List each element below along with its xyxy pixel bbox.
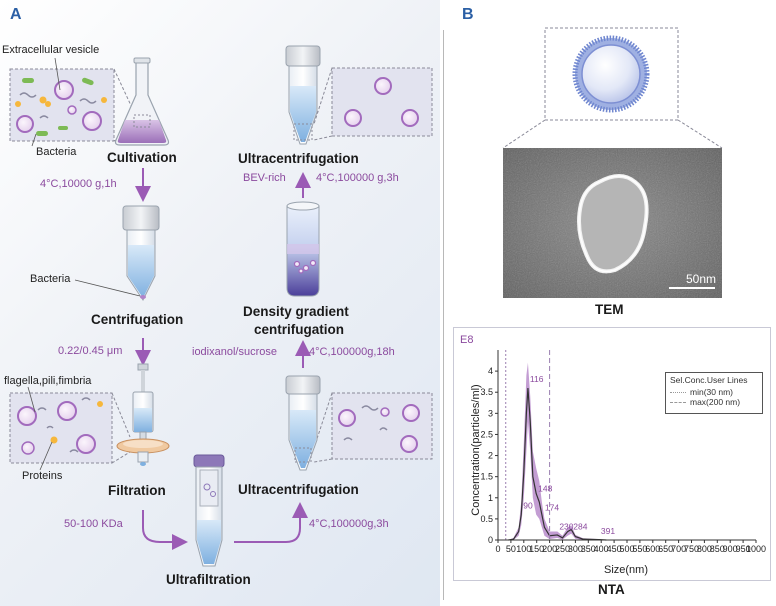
panel-b-letter: B xyxy=(462,6,474,23)
step-density-centrifugation: centrifugation xyxy=(254,322,344,337)
nta-x-tick-label: 750 xyxy=(684,544,699,554)
bacteria-icon xyxy=(22,77,94,136)
tem-label: TEM xyxy=(595,302,624,317)
nta-x-tick-label: 350 xyxy=(581,544,596,554)
nta-x-tick-label: 150 xyxy=(529,544,544,554)
nta-legend-min-label: min(30 nm) xyxy=(690,387,733,397)
purified-vesicles-inset xyxy=(331,67,433,137)
condition-density-centrifugation: 4°C,100000g,18h xyxy=(309,346,395,358)
nta-x-tick-label: 900 xyxy=(723,544,738,554)
nta-peak-label: 230 xyxy=(559,522,573,532)
condition-ultrafiltration: 50-100 KDa xyxy=(64,518,123,530)
filtration-inset xyxy=(9,392,113,464)
step-ultracentrifugation-top: Ultracentrifugation xyxy=(238,151,359,166)
step-filtration: Filtration xyxy=(108,483,166,498)
nta-y-tick-label: 3 xyxy=(488,408,493,418)
condition-centrifugation: 4°C,10000 g,1h xyxy=(40,178,117,190)
ultracentrifuge-tube-top-icon xyxy=(285,45,321,145)
nta-x-tick-label: 800 xyxy=(697,544,712,554)
nta-x-tick-label: 950 xyxy=(736,544,751,554)
nta-y-tick-label: 2 xyxy=(488,451,493,461)
label-extracellular-vesicle: Extracellular vesicle xyxy=(2,44,100,56)
nta-error-band xyxy=(508,362,607,540)
nta-x-tick-label: 250 xyxy=(555,544,570,554)
nta-legend-item-max: max(200 nm) xyxy=(666,397,762,407)
flask-icon xyxy=(114,57,170,146)
flagella-icon xyxy=(19,92,97,119)
nta-legend: Sel.Conc.User Lines min(30 nm) max(200 n… xyxy=(665,372,763,414)
nta-peak-label: 148 xyxy=(538,484,552,494)
scale-bar-label: 50nm xyxy=(685,272,716,286)
nta-x-tick-label: 0 xyxy=(495,544,500,554)
nta-y-tick-label: 3.5 xyxy=(480,387,493,397)
nta-x-tick-label: 550 xyxy=(632,544,647,554)
nta-label: NTA xyxy=(598,582,625,597)
nta-x-tick-label: 200 xyxy=(542,544,557,554)
nta-x-axis-label: Size(nm) xyxy=(604,564,649,576)
nta-x-tick-label: 400 xyxy=(594,544,609,554)
condition-bev-rich: BEV-rich xyxy=(243,172,286,184)
nta-y-tick-label: 2.5 xyxy=(480,429,493,439)
nta-exponent-label: E8 xyxy=(460,334,474,346)
nta-legend-item-min: min(30 nm) xyxy=(666,387,762,397)
vesicle-illustration xyxy=(502,27,723,149)
tem-micrograph: 50nm xyxy=(503,148,722,298)
ultrafiltration-tube-icon xyxy=(193,454,225,567)
nta-x-tick-label: 650 xyxy=(658,544,673,554)
protein-icon xyxy=(15,96,107,107)
step-centrifugation: Centrifugation xyxy=(91,312,184,327)
condition-filter-size: 0.22/0.45 μm xyxy=(58,345,123,357)
label-bacteria-tube: Bacteria xyxy=(30,273,71,285)
step-ultracentrifugation-low: Ultracentrifugation xyxy=(238,482,359,497)
nta-y-tick-label: 1.5 xyxy=(480,472,493,482)
nta-legend-max-label: max(200 nm) xyxy=(690,397,741,407)
nta-x-tick-label: 450 xyxy=(607,544,622,554)
nta-x-tick-label: 850 xyxy=(710,544,725,554)
nta-legend-title: Sel.Conc.User Lines xyxy=(670,375,748,385)
nta-y-tick-label: 0 xyxy=(488,535,493,545)
nta-y-axis-label: Concentration(particles/ml) xyxy=(470,384,482,516)
label-proteins: Proteins xyxy=(22,470,63,482)
step-cultivation: Cultivation xyxy=(107,150,177,165)
culture-inset xyxy=(9,68,115,142)
nta-peak-label: 90 xyxy=(523,500,533,510)
ultracentrifugation-inset xyxy=(331,392,433,460)
vesicle-icon xyxy=(16,80,102,133)
nta-peak-label: 116 xyxy=(530,374,544,384)
panel-divider xyxy=(443,30,444,600)
nta-x-tick-label: 600 xyxy=(645,544,660,554)
step-density-gradient: Density gradient xyxy=(243,304,349,319)
nta-y-tick-label: 4 xyxy=(488,366,493,376)
condition-ultracentrifugation-top: 4°C,100000 g,3h xyxy=(316,172,399,184)
label-flagella: flagella,pili,fimbria xyxy=(4,375,92,387)
panel-a-letter: A xyxy=(10,6,22,23)
centrifuge-tube-icon xyxy=(122,205,160,301)
nta-x-tick-label: 50 xyxy=(506,544,516,554)
nta-peak-label: 284 xyxy=(573,522,587,532)
nta-x-tick-label: 100 xyxy=(516,544,531,554)
nta-series-line xyxy=(508,387,607,541)
condition-ultracentrifugation-low: 4°C,100000g,3h xyxy=(309,518,389,530)
nta-peak-label: 174 xyxy=(545,503,559,513)
nta-x-tick-label: 500 xyxy=(619,544,634,554)
nta-x-tick-label: 700 xyxy=(671,544,686,554)
nta-peak-label: 391 xyxy=(601,526,615,536)
nta-y-tick-label: 1 xyxy=(488,493,493,503)
nta-y-tick-label: 0.5 xyxy=(480,514,493,524)
condition-gradient-medium: iodixanol/sucrose xyxy=(192,346,277,358)
nta-x-tick-label: 1000 xyxy=(746,544,766,554)
syringe-filter-icon xyxy=(116,363,170,466)
density-gradient-tube-icon xyxy=(286,201,320,297)
label-bacteria-culture: Bacteria xyxy=(36,146,77,158)
nta-x-tick-label: 300 xyxy=(568,544,583,554)
ultracentrifuge-tube-low-icon xyxy=(285,375,321,471)
step-ultrafiltration: Ultrafiltration xyxy=(166,572,251,587)
workflow-diagram xyxy=(9,45,433,567)
